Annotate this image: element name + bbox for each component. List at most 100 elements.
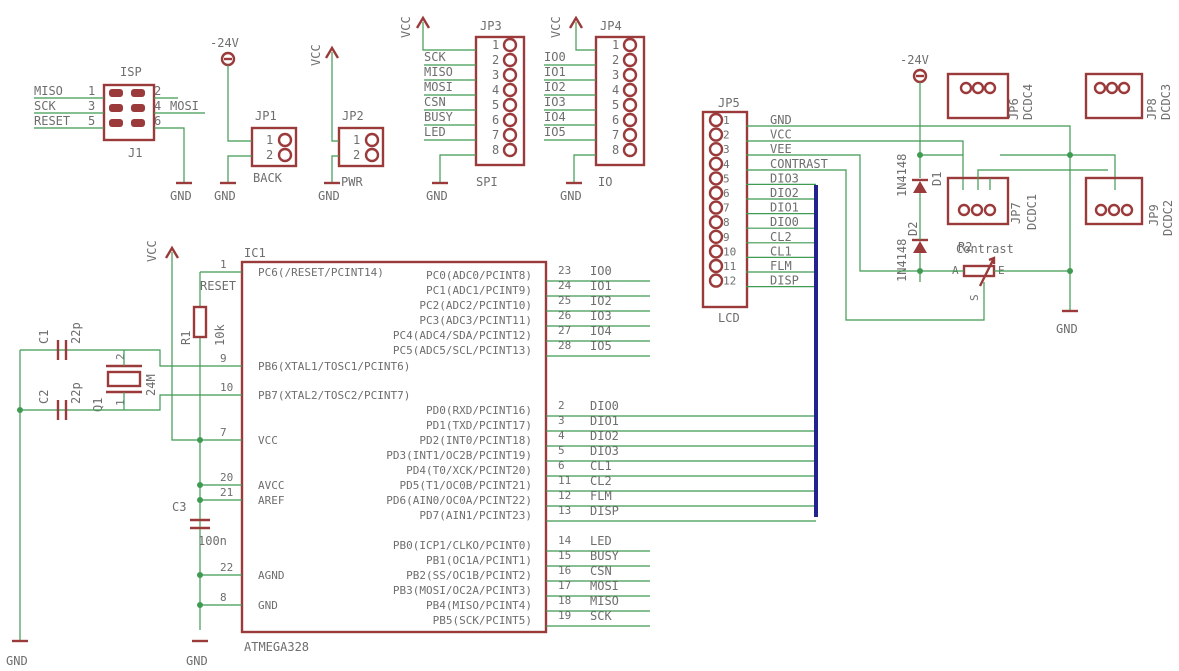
jp5-signal: DIO2 (770, 186, 799, 200)
c1-ref: C1 (37, 330, 51, 344)
gnd-label: GND (214, 189, 236, 203)
jp4-connector[interactable]: JP4 IO (594, 19, 646, 189)
ic1-pin-number: 22 (220, 561, 233, 574)
jp3-pin-1[interactable] (502, 37, 518, 53)
jp5-lcd-connector[interactable]: JP5 LCD (701, 96, 749, 325)
jp3-signal: MOSI (424, 80, 453, 94)
jp3-pin-number: 3 (492, 68, 499, 82)
ic1-net-label: IO4 (590, 324, 612, 338)
jp4-pin-number: 6 (612, 113, 619, 127)
jp5-pin-number: 5 (723, 172, 730, 185)
jp5-pin-4[interactable] (708, 156, 724, 172)
isp-name: ISP (120, 65, 142, 79)
jp5-pin-10[interactable] (708, 244, 724, 259)
jp3-pin-5[interactable] (502, 97, 518, 113)
isp-pin-6: 6 (154, 114, 161, 128)
q1-pin-2: 2 (114, 353, 127, 360)
capacitor-c1[interactable] (56, 340, 68, 360)
jp3-pin-3[interactable] (502, 67, 518, 83)
jp3-pin-4[interactable] (502, 82, 518, 98)
capacitor-c3[interactable] (190, 518, 210, 530)
jp5-pin-1[interactable] (708, 112, 724, 128)
jp6-dcdc4[interactable] (946, 72, 1010, 120)
capacitor-c2[interactable] (56, 400, 68, 420)
ic1-pin-name: PD2(INT0/PCINT18) (419, 434, 532, 447)
dcdc1-label: DCDC1 (1025, 194, 1039, 230)
jp2-connector[interactable]: JP2 PWR (337, 109, 385, 189)
ic1-pin-name: PB3(MOSI/OC2A/PCINT3) (393, 584, 532, 597)
jp5-pin-3[interactable] (708, 141, 724, 157)
ic1-pin-name: PD7(AIN1/PCINT23) (419, 509, 532, 522)
r1-resistor[interactable] (192, 305, 208, 339)
isp-net-sck: SCK (34, 99, 56, 113)
jp5-pin-8[interactable] (708, 214, 724, 230)
jp5-pin-2[interactable] (708, 127, 724, 142)
ic1-pin-name: PC3(ADC3/PCINT11) (419, 314, 532, 327)
ic1-atmega328[interactable] (240, 260, 548, 634)
jp4-pin-2[interactable] (622, 52, 638, 68)
jp4-pin-8[interactable] (622, 142, 638, 158)
ic1-net-label: DIO1 (590, 414, 619, 428)
ic1-pin-name: PB7(XTAL2/TOSC2/PCINT7) (258, 389, 410, 402)
ic1-pin-name: GND (258, 599, 278, 612)
jp3-pin-8[interactable] (502, 142, 518, 158)
isp-header[interactable]: ISP J1 (102, 65, 156, 160)
ic1-pin-name: PD0(RXD/PCINT16) (426, 404, 532, 417)
jp9-dcdc2[interactable] (1084, 176, 1144, 226)
vcc-label: VCC (145, 240, 159, 262)
jp5-pin-7[interactable] (708, 200, 724, 215)
ic1-pin-number: 19 (558, 609, 571, 622)
r1-ref: R1 (179, 331, 193, 345)
jp5-pin-5[interactable] (708, 171, 724, 186)
jp5-pin-number: 9 (723, 231, 730, 244)
jp4-pin-7[interactable] (622, 127, 638, 143)
jp1-connector[interactable]: JP1 BACK (250, 109, 298, 185)
gnd-label: GND (6, 654, 28, 668)
jp8-dcdc3[interactable] (1084, 72, 1144, 120)
isp-pin-5: 5 (88, 114, 95, 128)
jp3-connector[interactable]: JP3 SPI (474, 19, 526, 189)
jp2-label: PWR (341, 175, 363, 189)
jp4-pin-5[interactable] (622, 97, 638, 113)
jp3-pin-7[interactable] (502, 127, 518, 143)
jp4-pin-4[interactable] (622, 82, 638, 98)
ic1-pin-number: 12 (558, 489, 571, 502)
jp3-pin-2[interactable] (502, 52, 518, 68)
vcc-label: VCC (309, 44, 323, 66)
ic1-pin-name: AREF (258, 494, 285, 507)
jp5-signal: DIO1 (770, 201, 799, 215)
r2-ref: R2 (958, 240, 972, 254)
ic1-net-label: CSN (590, 564, 612, 578)
jp5-signal: FLM (770, 259, 792, 273)
crystal-q1[interactable] (106, 364, 142, 394)
ic1-pin-number: 5 (558, 444, 565, 457)
jp4-pin-3[interactable] (622, 67, 638, 83)
jp3-pin-6[interactable] (502, 112, 518, 128)
ic1-pin-number: 8 (220, 591, 227, 604)
ic1-pin-number: 3 (558, 414, 565, 427)
ic1-pin-name: PC2(ADC2/PCINT10) (419, 299, 532, 312)
jp5-pin-number: 12 (723, 275, 736, 288)
r2-contrast-potentiometer[interactable] (962, 256, 996, 287)
d1-type: 1N4148 (895, 154, 909, 197)
d1-ref: D1 (930, 172, 944, 186)
jp3-signal: CSN (424, 95, 446, 109)
r2-pin-s: S (968, 294, 981, 301)
jp4-pin-1[interactable] (622, 37, 638, 53)
jp5-pin-11[interactable] (708, 258, 724, 274)
jp5-signal: CONTRAST (770, 157, 828, 171)
q1-pin-1: 1 (114, 399, 127, 406)
jp3-pin-number: 4 (492, 83, 499, 97)
jp4-pin-6[interactable] (622, 112, 638, 128)
jp5-pin-6[interactable] (708, 185, 724, 201)
jp5-pin-9[interactable] (708, 229, 724, 245)
jp5-pin-12[interactable] (708, 273, 724, 288)
ic1-pin-number: 14 (558, 534, 572, 547)
jp4-signal: IO4 (544, 110, 566, 124)
c2-value: 22p (69, 382, 83, 404)
diode-d2[interactable] (912, 238, 928, 253)
jp2-ref: JP2 (342, 109, 364, 123)
diode-d1[interactable] (912, 178, 928, 193)
ic1-pin-number: 11 (558, 474, 571, 487)
jp1-ref: JP1 (255, 109, 277, 123)
